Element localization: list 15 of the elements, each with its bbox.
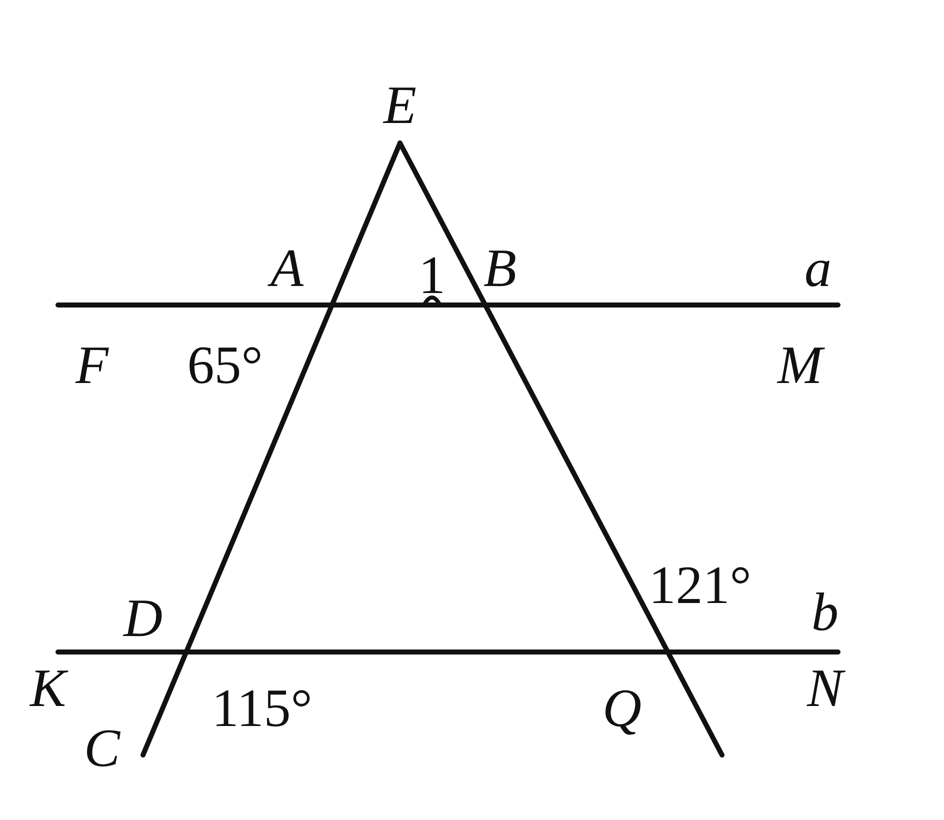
point-label: F	[76, 338, 108, 392]
line-label: a	[804, 241, 832, 295]
line-label: b	[812, 585, 838, 639]
point-label: M	[778, 338, 822, 392]
angle-label: 121°	[648, 558, 752, 612]
point-label: K	[30, 661, 66, 715]
point-label: C	[84, 721, 120, 775]
point-label: N	[806, 661, 844, 715]
point-label: D	[124, 591, 162, 645]
point-label: E	[384, 78, 416, 132]
point-label: Q	[602, 681, 642, 735]
angle-label: 115°	[212, 681, 312, 735]
point-label: B	[484, 241, 516, 295]
angle-label: 1	[418, 248, 446, 302]
angle-label: 65°	[187, 338, 263, 392]
